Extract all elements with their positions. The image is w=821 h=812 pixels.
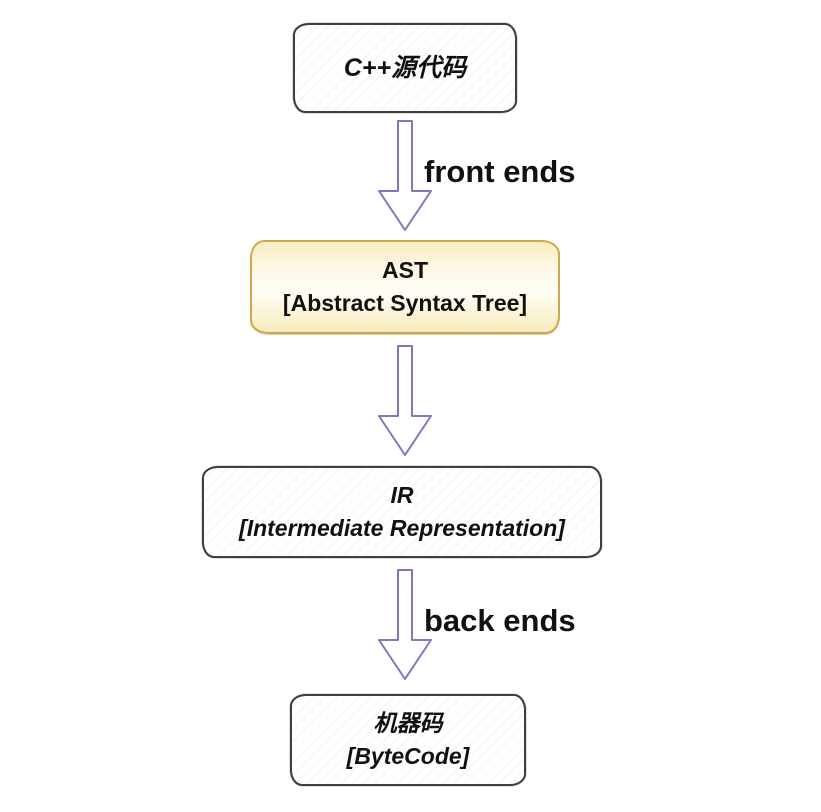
node-source-code-label: C++源代码 bbox=[343, 53, 467, 82]
node-ast-subtitle: [Abstract Syntax Tree] bbox=[282, 290, 528, 316]
node-machine-code-subtitle: [ByteCode] bbox=[346, 743, 470, 769]
arrow-down-back-ends-icon bbox=[378, 569, 432, 680]
node-source-code: C++源代码 bbox=[293, 23, 517, 113]
edge-label-back-ends: back ends bbox=[424, 603, 576, 638]
node-ast-title: AST bbox=[382, 256, 428, 283]
node-ast: AST [Abstract Syntax Tree] bbox=[250, 240, 560, 334]
arrow-down-icon bbox=[378, 345, 432, 456]
node-ir: IR [Intermediate Representation] bbox=[202, 466, 602, 558]
node-machine-code-title: 机器码 bbox=[373, 709, 443, 736]
node-machine-code: 机器码 [ByteCode] bbox=[290, 694, 526, 786]
arrow-down-front-ends-icon bbox=[378, 120, 432, 231]
node-ir-title: IR bbox=[390, 481, 414, 508]
node-ir-subtitle: [Intermediate Representation] bbox=[239, 515, 565, 541]
edge-label-front-ends: front ends bbox=[424, 154, 576, 189]
